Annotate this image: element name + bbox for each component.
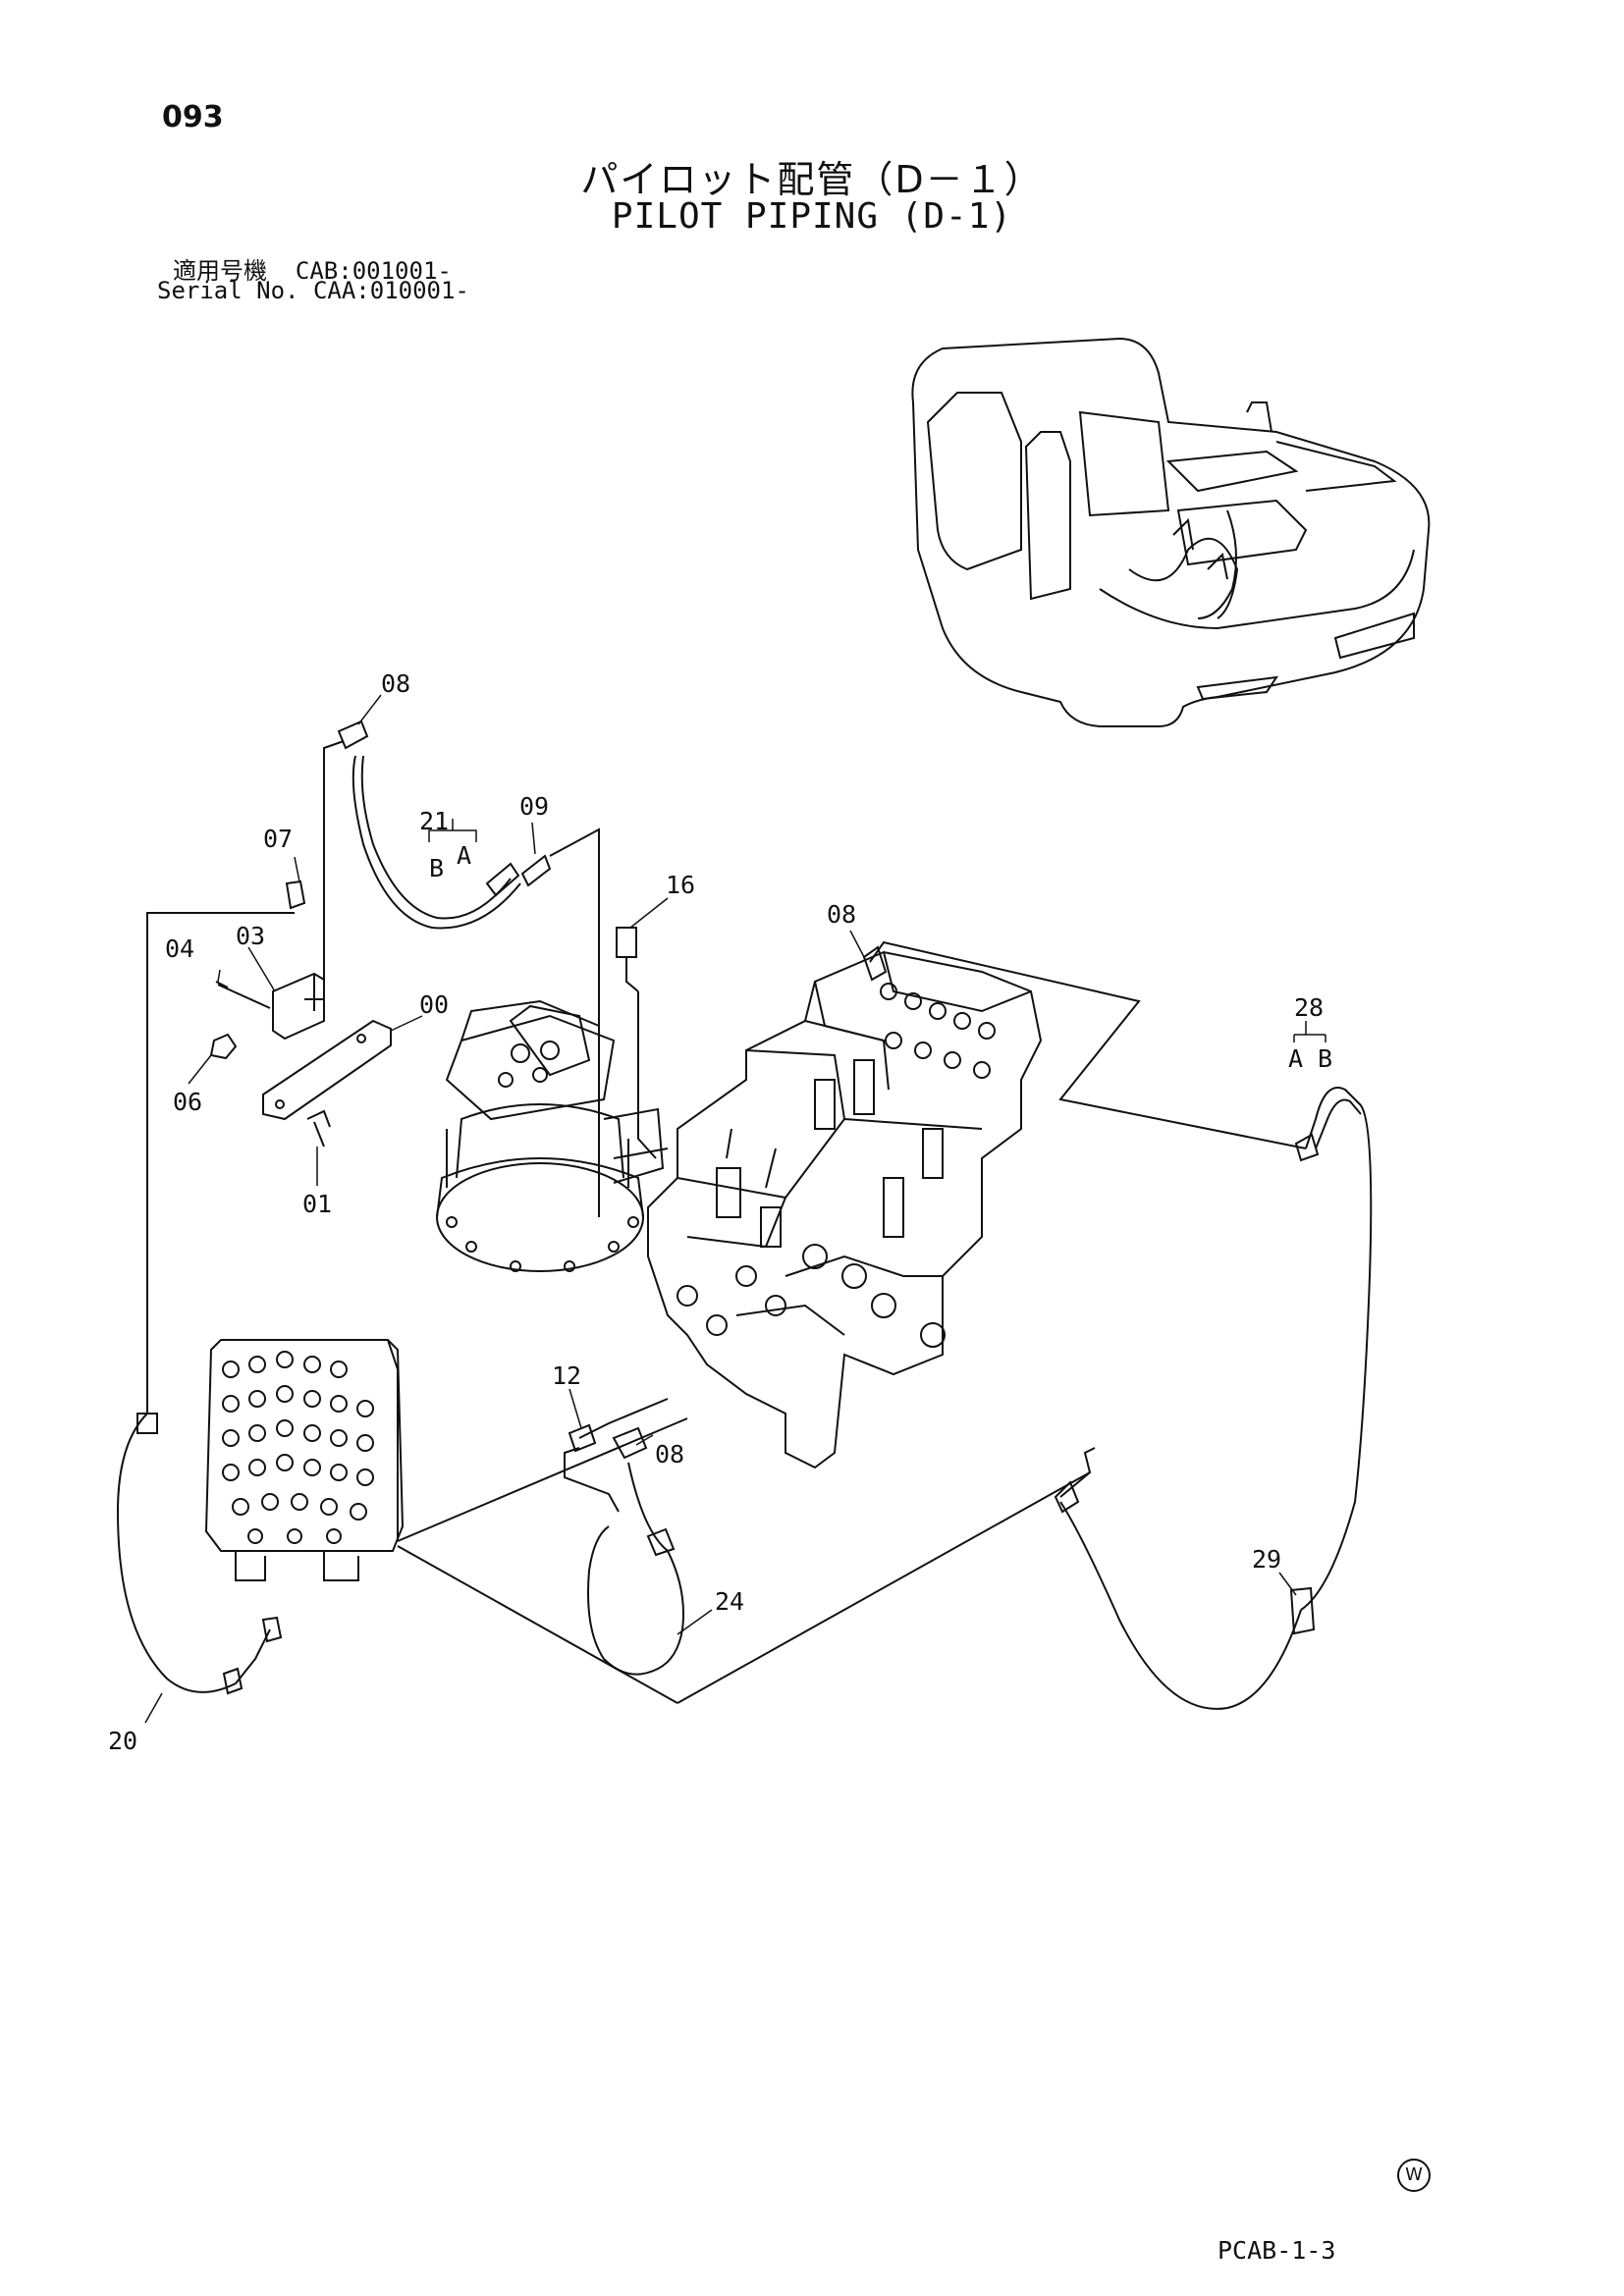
callout-21-a: A (457, 841, 471, 870)
callout-04: 04 (165, 934, 194, 963)
page-title-japanese: パイロット配管（D－１） (580, 158, 1044, 201)
callout-21: 21 (419, 807, 449, 835)
callout-09: 09 (519, 792, 549, 821)
callout-08-mid: 08 (827, 900, 856, 929)
applicable-model-line: 適用号機 CAB:001001- (173, 257, 452, 285)
excavator-locator-illustration (911, 337, 1431, 727)
callout-24: 24 (715, 1587, 744, 1616)
callout-00: 00 (419, 990, 449, 1019)
pilot-valve-block (204, 1339, 405, 1581)
w-marking-symbol: W (1397, 2159, 1431, 2192)
callout-06: 06 (173, 1088, 202, 1116)
callout-12: 12 (552, 1362, 581, 1390)
callout-01: 01 (302, 1190, 332, 1218)
callout-20: 20 (108, 1727, 137, 1755)
callout-08-top: 08 (381, 669, 410, 698)
callout-28: 28 (1294, 993, 1324, 1022)
callout-16: 16 (666, 871, 695, 899)
page-code: PCAB-1-3 (1218, 2236, 1336, 2265)
page-number: 093 (162, 100, 224, 134)
callout-28-b: B (1318, 1044, 1332, 1073)
page-title-english: PILOT PIPING (D-1) (611, 196, 1013, 237)
callout-03: 03 (236, 922, 265, 950)
callout-29: 29 (1252, 1545, 1281, 1574)
callout-08-low: 08 (655, 1440, 684, 1468)
callout-28-a: A (1288, 1044, 1303, 1073)
leader-lines (144, 694, 1326, 1724)
pilot-pipes-and-hoses (116, 720, 1373, 1710)
control-valve-assembly (647, 950, 1043, 1469)
bracket-assembly (209, 880, 392, 1148)
serial-number-line: Serial No. CAA:010001- (157, 277, 469, 304)
callout-21-b: B (429, 854, 444, 882)
swing-motor-assembly (436, 999, 669, 1272)
callout-07: 07 (263, 825, 293, 853)
